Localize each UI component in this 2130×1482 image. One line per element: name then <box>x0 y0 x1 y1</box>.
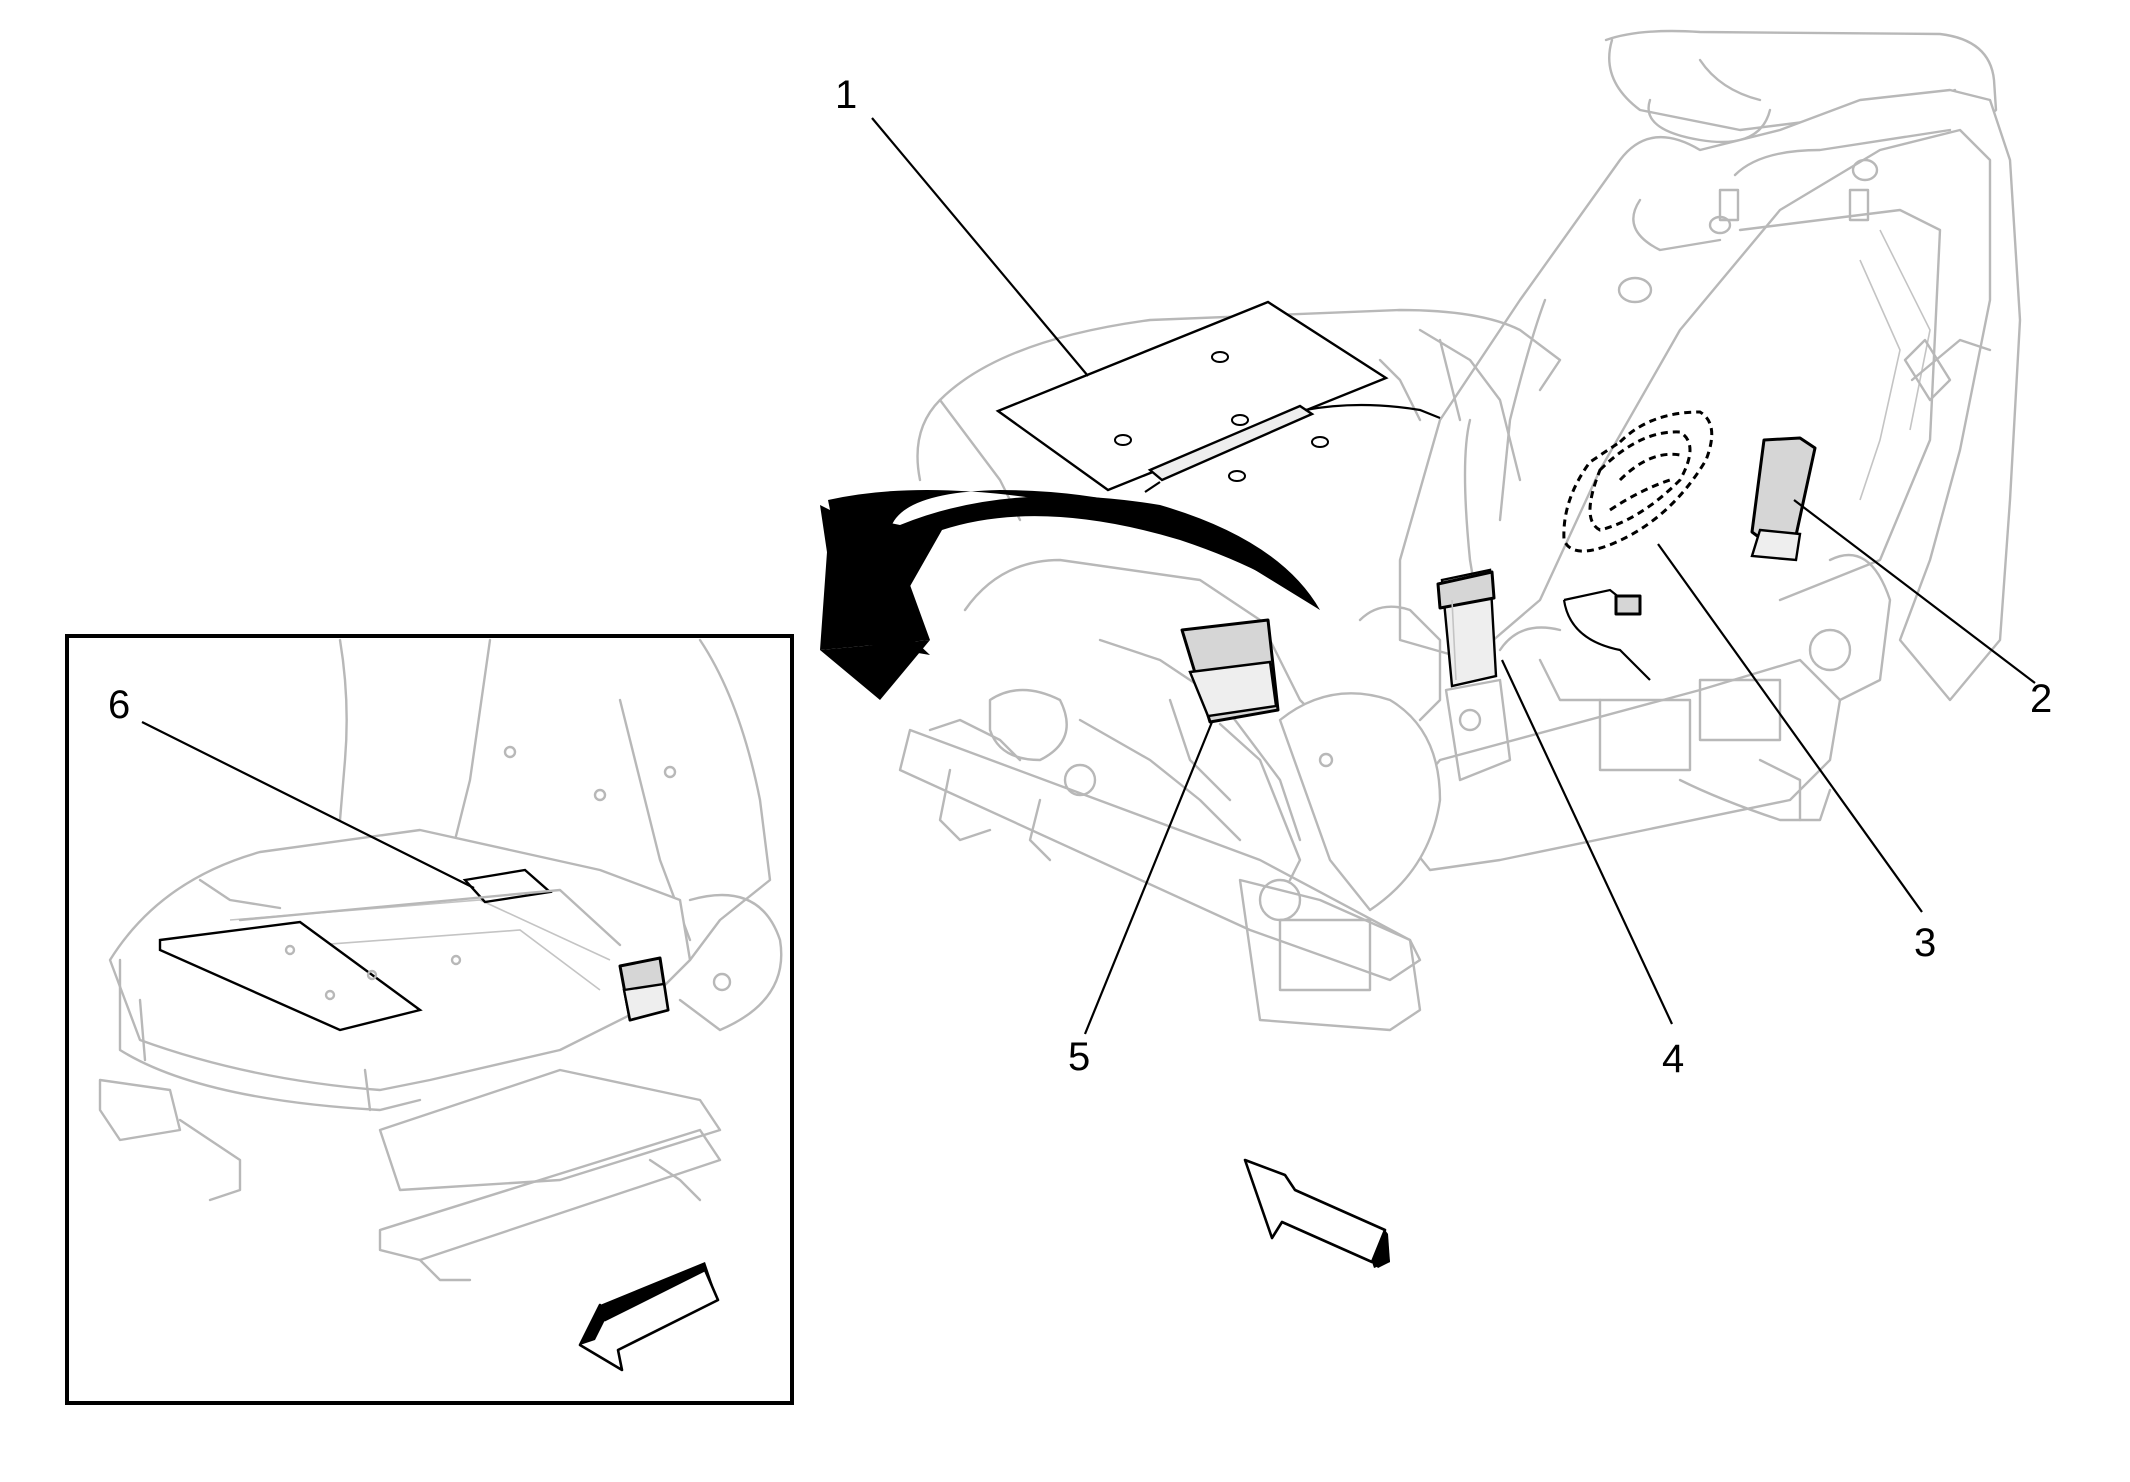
leader-6 <box>141 721 475 889</box>
seat-back-sensor <box>1562 410 1714 553</box>
leader-lines <box>141 117 2036 1035</box>
inset-seat-belt-buckle <box>618 956 670 1022</box>
callouts: 1 2 3 4 5 6 <box>108 73 2052 1081</box>
cushion-sensor-mat <box>995 300 1441 493</box>
leader-2 <box>1793 499 2036 684</box>
seat-back-anchor <box>1750 436 1817 562</box>
leader-5 <box>1083 721 1214 1035</box>
main-seat-view <box>820 29 2022 1268</box>
inset-sensor-pad <box>158 868 622 1032</box>
leader-4 <box>1501 659 1673 1025</box>
recliner-cover <box>1278 605 1442 912</box>
callout-1: 1 <box>835 73 857 117</box>
vehicle-front-direction-arrow-icon <box>1243 1158 1390 1268</box>
callout-2: 2 <box>2030 677 2052 721</box>
leader-1 <box>871 117 1089 377</box>
callout-5: 5 <box>1068 1035 1090 1079</box>
callout-4: 4 <box>1662 1037 1684 1081</box>
leader-3 <box>1657 543 1923 913</box>
seat-back-frame <box>1398 29 2022 702</box>
side-module <box>1436 568 1651 782</box>
inset-vehicle-front-direction-arrow-icon <box>578 1262 720 1372</box>
callout-6: 6 <box>108 683 130 727</box>
callout-3: 3 <box>1914 921 1936 965</box>
curved-rotation-arrow-icon <box>820 490 1320 700</box>
seat-belt-buckle <box>1180 618 1302 882</box>
inset-view <box>65 634 794 1405</box>
